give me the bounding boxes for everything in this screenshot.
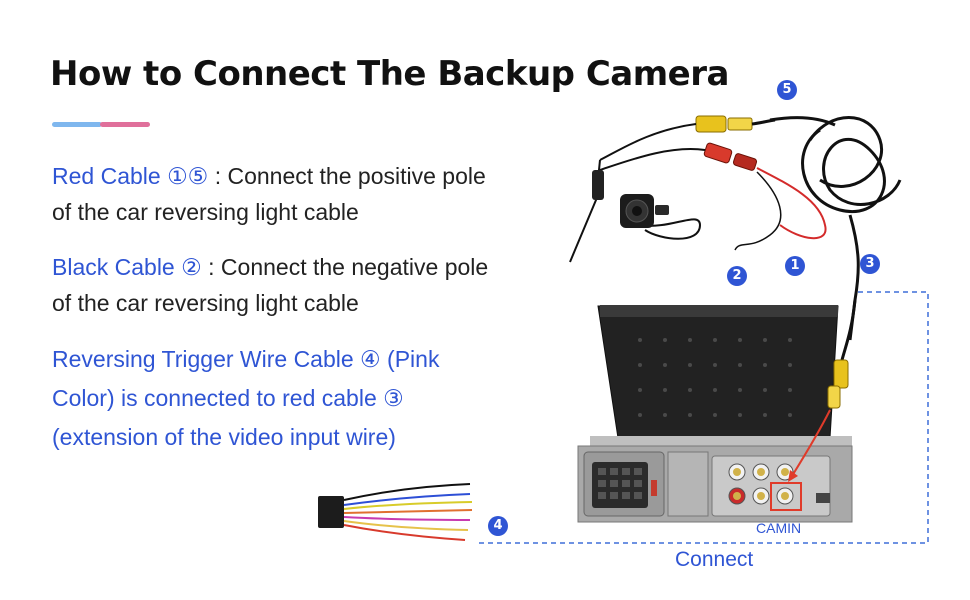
page-title: How to Connect The Backup Camera (50, 54, 729, 94)
camin-highlight-box (770, 482, 802, 511)
connect-label: Connect (675, 548, 754, 571)
badge-2: 2 (727, 266, 747, 286)
yellow-plug-unit (827, 359, 849, 409)
head-unit (577, 305, 853, 523)
yellow-rca-connector (695, 115, 753, 133)
black-cable-paragraph: Black Cable ② : Connect the negative pol… (52, 249, 492, 321)
wire-harness (318, 483, 473, 541)
camin-label: CAMIN (756, 520, 802, 536)
red-cable-paragraph: Red Cable ①⑤ : Connect the positive pole… (52, 158, 492, 230)
rca-jacks (728, 463, 794, 505)
camera-body (569, 159, 702, 263)
connection-arrow (791, 409, 831, 477)
video-cable-coil (769, 116, 902, 341)
accent-bar-pink (100, 122, 150, 127)
black-cable-label: Black Cable ② (52, 254, 209, 280)
red-cable-label: Red Cable ①⑤ (52, 163, 215, 189)
black-cable-text: : Connect the negative pole of the car r… (52, 254, 489, 316)
badge-5: 5 (777, 80, 797, 100)
accent-bar-blue (52, 122, 102, 127)
badge-3: 3 (860, 254, 880, 274)
red-power-connector (703, 142, 758, 171)
badge-4: 4 (488, 516, 508, 536)
badge-1: 1 (785, 256, 805, 276)
trigger-wire-paragraph: Reversing Trigger Wire Cable ④ (Pink Col… (52, 346, 440, 450)
red-cable-text: : Connect the positive pole of the car r… (52, 163, 486, 225)
